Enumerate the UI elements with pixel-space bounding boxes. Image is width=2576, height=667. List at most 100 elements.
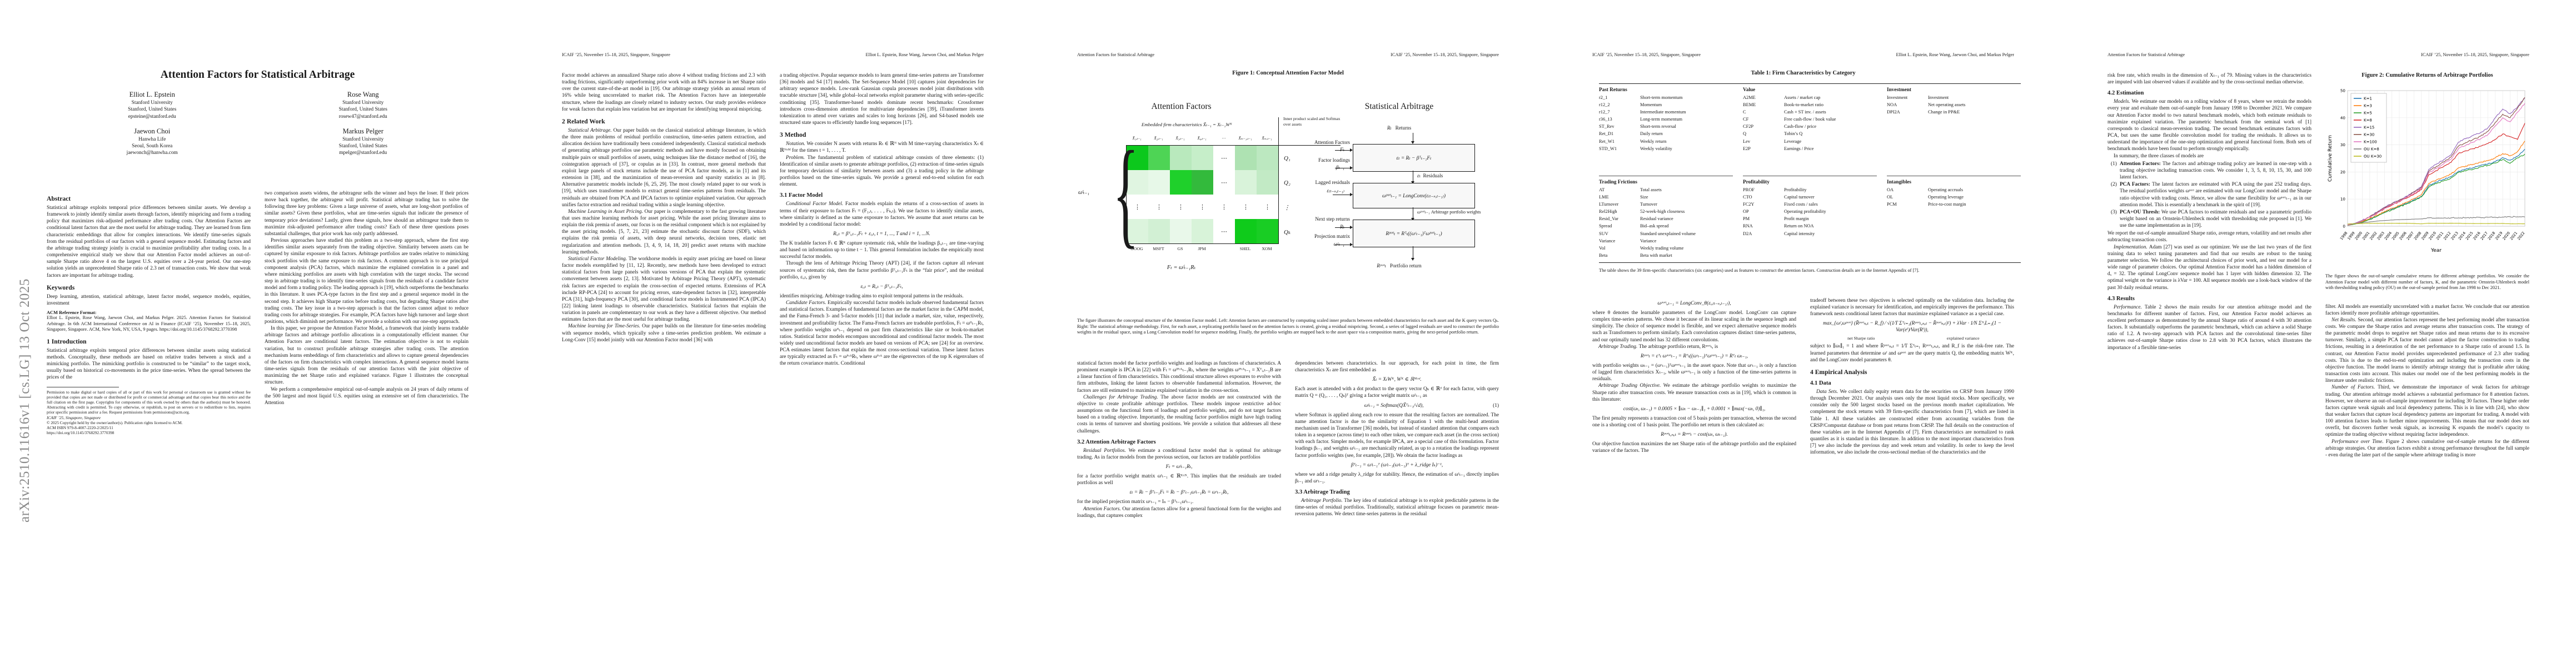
author-card: Rose Wang Stanford University Stanford, … [258, 91, 469, 120]
equation: Rᵖᵒʳᵗₜ = εᵀₜ ωᵖᵒʳᵗₜ₋₁ = Rᵀₜ((ωᵋₜ₋₁)ᵀωᵖᵒʳ… [1640, 353, 1748, 359]
characteristic-code: Rel2High [1599, 209, 1617, 215]
underbrace-label: net Sharpe ratio [1847, 336, 1875, 341]
figure1-diagram: Attention Factors Embedded firm characte… [1077, 91, 1499, 314]
right-column: dependencies between characteristics. In… [1295, 360, 1499, 606]
characteristic-description: Profit margin [1784, 216, 1809, 222]
author-card: Markus Pelger Stanford University Stanfo… [258, 127, 469, 157]
paragraph: Previous approaches have studied this pr… [265, 238, 469, 325]
heatmap-cell [1148, 219, 1170, 243]
heatmap-cell [1127, 146, 1148, 170]
paragraph: In this paper, we propose the Attention … [265, 326, 469, 386]
table1-title: Table 1: Firm Characteristics by Categor… [1751, 70, 1856, 76]
header-title: Attention Factors for Statistical Arbitr… [1077, 52, 1155, 57]
paragraph: Machine learning for Time-Series. Our pa… [562, 323, 766, 343]
header-authors: Elliot L. Epstein, Rose Wang, Jaewon Cho… [1896, 52, 2014, 57]
characteristic-code: SUV [1599, 231, 1608, 236]
weights-label: ωᵖᵒʳᵗₜ₋₁ Arbitrage portfolio weights [1417, 209, 1498, 215]
header-conference: ICAIF ’25, November 15–18, 2025, Singapo… [1391, 52, 1499, 57]
paragraph: where we add a ridge penalty λ_ridge for… [1295, 471, 1499, 484]
footnote-line: ACM ISBN 979-8-4007-2220-2/2025/11 [47, 425, 113, 431]
heatmap-cell: ⋯ [1221, 155, 1227, 162]
table-group-header: Trading Frictions [1599, 179, 1637, 185]
characteristic-code: DPI2A [1887, 109, 1900, 115]
paragraph: with portfolio weights ωₜ₋₁ = (ωᵋₜ₋₁)ᵀωᵖ… [1592, 362, 1796, 382]
heatmap-cell [1257, 146, 1278, 170]
right-column-text: filter. All models are essentially uncor… [2325, 303, 2529, 459]
paragraph-lede: Performance over Time. [2331, 439, 2386, 445]
paragraph: The K tradable factors Fₜ ∈ ℝᴷ capture s… [780, 240, 984, 260]
paragraph: The first penalty represents a transacti… [1592, 415, 1796, 429]
left-column: Factor model achieves an annualized Shar… [562, 72, 766, 606]
characteristic-description: Free cash-flow / book value [1784, 117, 1836, 122]
svg-text:2009: 2009 [2420, 231, 2430, 241]
characteristic-description: Change in PP&E [1928, 109, 1960, 115]
paragraph: risk free rate, which results in the dim… [2107, 73, 2311, 86]
characteristic-code: CF2P [1743, 124, 1754, 130]
figure1-arbitrage-panel: Statistical Arbitrage Rₜ Returns Attenti… [1299, 91, 1499, 314]
running-header: Attention Factors for Statistical Arbitr… [1077, 52, 1499, 57]
figure1-caption: The figure illustrates the conceptual st… [1077, 318, 1499, 335]
author-affiliation: Stanford University [342, 100, 384, 106]
characteristic-code: CF [1743, 117, 1749, 122]
underbrace-label: explained variance [1946, 336, 1980, 341]
residuals-label: εₜ Residuals [1417, 173, 1443, 179]
paragraph-lede: Data Sets. [1816, 389, 1840, 395]
author-affiliation: Stanford University [342, 136, 384, 142]
paragraph: Deep learning, attention, statistical ar… [47, 293, 251, 306]
softmax-rule-vertical [1278, 117, 1279, 146]
svg-text:30: 30 [2340, 142, 2346, 147]
footnote-permission: Permission to make digital or hard copie… [47, 389, 251, 415]
numbered-list: (1)Attention Factors: The factors and ar… [2111, 161, 2311, 230]
author-name: Elliot L. Epstein [129, 91, 175, 98]
subsection-heading: 4.3 Results [2107, 295, 2135, 302]
heatmap-cell [1257, 170, 1278, 195]
paragraph-lede: Challenges for Arbitrage Trading. [1083, 394, 1161, 400]
characteristic-code: r2_1 [1599, 95, 1608, 100]
heatmap-cell [1192, 219, 1213, 243]
characteristic-description: Size [1640, 195, 1648, 200]
author-email: epsteine@stanford.edu [128, 113, 176, 120]
input-symbol: βₜ₋₁ [1267, 165, 1344, 171]
characteristic-description: Assets / market cap [1784, 95, 1821, 100]
ticker-label: GS [1177, 246, 1183, 251]
section-heading: 2 Related Work [562, 117, 605, 125]
factor-weight-label: ωᶠₜ₋₁ [1078, 190, 1090, 196]
heatmap-cell [1127, 170, 1148, 195]
author-affiliation: Stanford University [131, 100, 173, 106]
embedded-characteristic-label: X̃ₘ,ₜ₋₁ [1262, 136, 1272, 141]
right-column: tradeoff between these two objectives is… [1810, 297, 2014, 606]
characteristic-code: PM [1743, 216, 1750, 222]
paragraph: Performance over Time. Figure 2 shows cu… [2325, 439, 2529, 458]
characteristic-description: Operating accruals [1928, 187, 1964, 192]
heatmap-cell: ⋯ [1221, 179, 1227, 186]
portfolio-return-label: Rᵖᵒʳᵗₜ Portfolio return [1299, 263, 1499, 269]
author-card: Elliot L. Epstein Stanford University St… [47, 91, 258, 120]
residual-box: εₜ = Rₜ − βᵀₜ₋₁Fₜ [1353, 144, 1475, 172]
header-conference: ICAIF ’25, November 15–18, 2025, Singapo… [2421, 52, 2529, 57]
list-number: (3) [2111, 209, 2117, 215]
embedded-characteristic-label: X̃₃,ₜ₋₁ [1175, 136, 1185, 141]
paragraph-lede: Machine Learning in Asset Pricing. [568, 208, 645, 215]
svg-text:40: 40 [2340, 115, 2346, 120]
characteristic-code: PROF [1743, 187, 1755, 192]
characteristic-description: Momentum [1640, 102, 1662, 108]
equation: max_{ωᶠ,ωᵖᵒʳᵗ} (R̄ᵖᵒʳᵗₙₑₜ − R_f) ⁄ √(1⁄T… [1823, 321, 2001, 334]
paragraph: filter. All models are essentially uncor… [2325, 303, 2529, 316]
right-column: Figure 2: Cumulative Returns of Arbitrag… [2325, 72, 2529, 606]
input-label: Attention Factors [1314, 140, 1350, 145]
characteristic-code: LTurnover [1599, 202, 1619, 207]
paragraph: Statistical arbitrage exploits temporal … [47, 205, 251, 278]
paragraph-lede: Conditional Factor Model. [786, 201, 845, 207]
heatmap-cell [1170, 170, 1192, 195]
heatmap-cell: ⋮ [1199, 203, 1205, 211]
characteristic-code: D2A [1743, 231, 1752, 236]
